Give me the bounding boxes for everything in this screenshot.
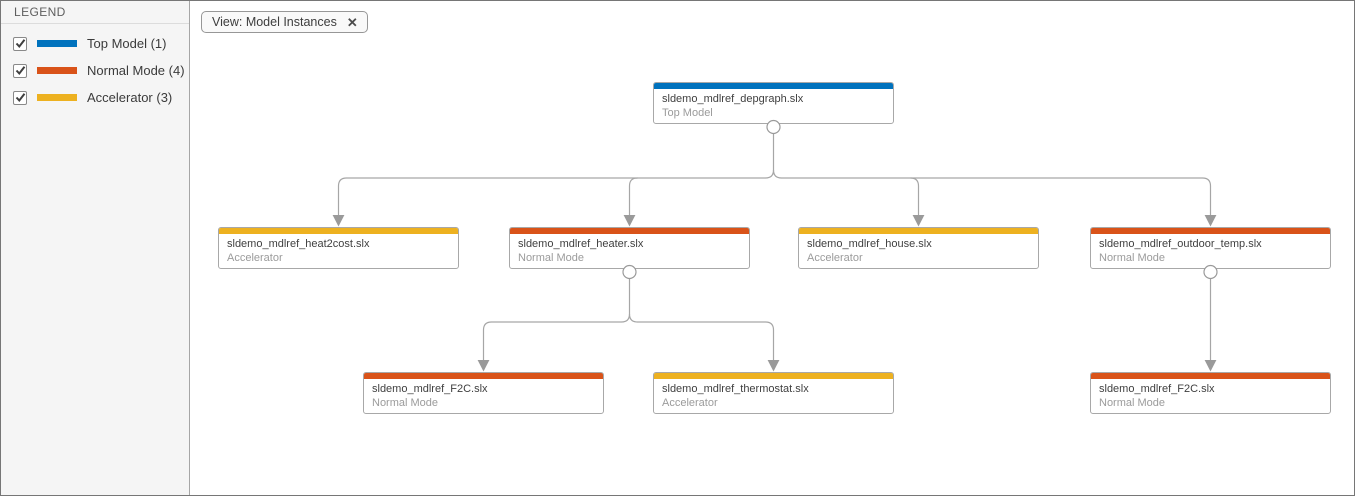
node-file-name: sldemo_mdlref_depgraph.slx — [662, 93, 804, 105]
node-file-name: sldemo_mdlref_outdoor_temp.slx — [1099, 238, 1262, 250]
node-mode-bar — [219, 228, 458, 234]
node-file-name: sldemo_mdlref_house.slx — [807, 238, 932, 250]
node-mode-bar — [654, 83, 893, 89]
model-node-f2c-2[interactable]: sldemo_mdlref_F2C.slx Normal Mode — [1090, 372, 1331, 414]
legend-item-normal-mode: Normal Mode (4) — [1, 57, 189, 84]
node-mode-label: Normal Mode — [372, 397, 439, 409]
arrowhead-icon — [332, 215, 345, 227]
legend-item-accelerator: Accelerator (3) — [1, 84, 189, 111]
node-file-name: sldemo_mdlref_thermostat.slx — [662, 383, 809, 395]
arrowhead-icon — [912, 215, 925, 227]
legend-checkbox[interactable] — [13, 63, 27, 78]
model-node-outdoor-temp[interactable]: sldemo_mdlref_outdoor_temp.slx Normal Mo… — [1090, 227, 1331, 269]
legend-list: Top Model (1) Normal Mode (4) — [1, 24, 189, 111]
node-mode-bar — [654, 373, 893, 379]
legend-color-swatch — [37, 40, 77, 47]
node-mode-label: Accelerator — [227, 252, 283, 264]
legend-title: LEGEND — [1, 1, 189, 24]
arrowhead-icon — [1204, 215, 1217, 227]
model-node-f2c[interactable]: sldemo_mdlref_F2C.slx Normal Mode — [363, 372, 604, 414]
node-mode-bar — [364, 373, 603, 379]
legend-panel: LEGEND Top Model (1) Normal Mode — [1, 1, 190, 495]
node-mode-label: Accelerator — [662, 397, 718, 409]
node-mode-label: Normal Mode — [1099, 397, 1166, 409]
model-node-heater[interactable]: sldemo_mdlref_heater.slx Normal Mode — [509, 227, 750, 269]
model-node-heat2cost[interactable]: sldemo_mdlref_heat2cost.slx Accelerator — [218, 227, 459, 269]
node-mode-bar — [1091, 228, 1330, 234]
close-icon[interactable]: ✕ — [346, 14, 358, 30]
legend-item-label: Top Model (1) — [87, 36, 167, 51]
model-node-depgraph[interactable]: sldemo_mdlref_depgraph.slx Top Model — [653, 82, 894, 124]
legend-item-label: Normal Mode (4) — [87, 63, 185, 78]
legend-checkbox[interactable] — [13, 90, 27, 105]
node-mode-bar — [510, 228, 749, 234]
legend-color-swatch — [37, 67, 77, 74]
edge-depgraph-left — [337, 134, 775, 215]
node-mode-bar — [1091, 373, 1330, 379]
node-mode-label: Normal Mode — [518, 252, 585, 264]
node-mode-label: Accelerator — [807, 252, 863, 264]
node-file-name: sldemo_mdlref_heat2cost.slx — [227, 238, 370, 250]
legend-item-top-model: Top Model (1) — [1, 30, 189, 57]
legend-color-swatch — [37, 94, 77, 101]
edge-heater-f2c — [482, 279, 631, 360]
view-filter-chip: View: Model Instances ✕ — [201, 11, 368, 33]
edge-heater-thermostat — [628, 313, 775, 360]
node-file-name: sldemo_mdlref_F2C.slx — [1099, 383, 1215, 395]
edge-depgraph-right — [772, 169, 1212, 215]
checkbox-check-icon — [15, 39, 25, 49]
checkbox-check-icon — [15, 93, 25, 103]
view-filter-label: View: Model Instances — [212, 15, 337, 29]
node-file-name: sldemo_mdlref_heater.slx — [518, 238, 644, 250]
legend-checkbox[interactable] — [13, 36, 27, 51]
node-mode-label: Normal Mode — [1099, 252, 1166, 264]
checkbox-check-icon — [15, 66, 25, 76]
node-file-name: sldemo_mdlref_F2C.slx — [372, 383, 488, 395]
arrowhead-icon — [477, 360, 490, 372]
graph-canvas: View: Model Instances ✕ sldemo_mdlref_de… — [191, 1, 1354, 495]
arrowhead-icon — [1204, 360, 1217, 372]
model-node-thermostat[interactable]: sldemo_mdlref_thermostat.slx Accelerator — [653, 372, 894, 414]
edge-depgraph-house — [910, 177, 920, 215]
legend-item-label: Accelerator (3) — [87, 90, 173, 105]
arrowhead-icon — [623, 215, 636, 227]
node-mode-bar — [799, 228, 1038, 234]
model-node-house[interactable]: sldemo_mdlref_house.slx Accelerator — [798, 227, 1039, 269]
node-mode-label: Top Model — [662, 107, 713, 119]
edge-depgraph-heater — [628, 177, 638, 215]
arrowhead-icon — [767, 360, 780, 372]
